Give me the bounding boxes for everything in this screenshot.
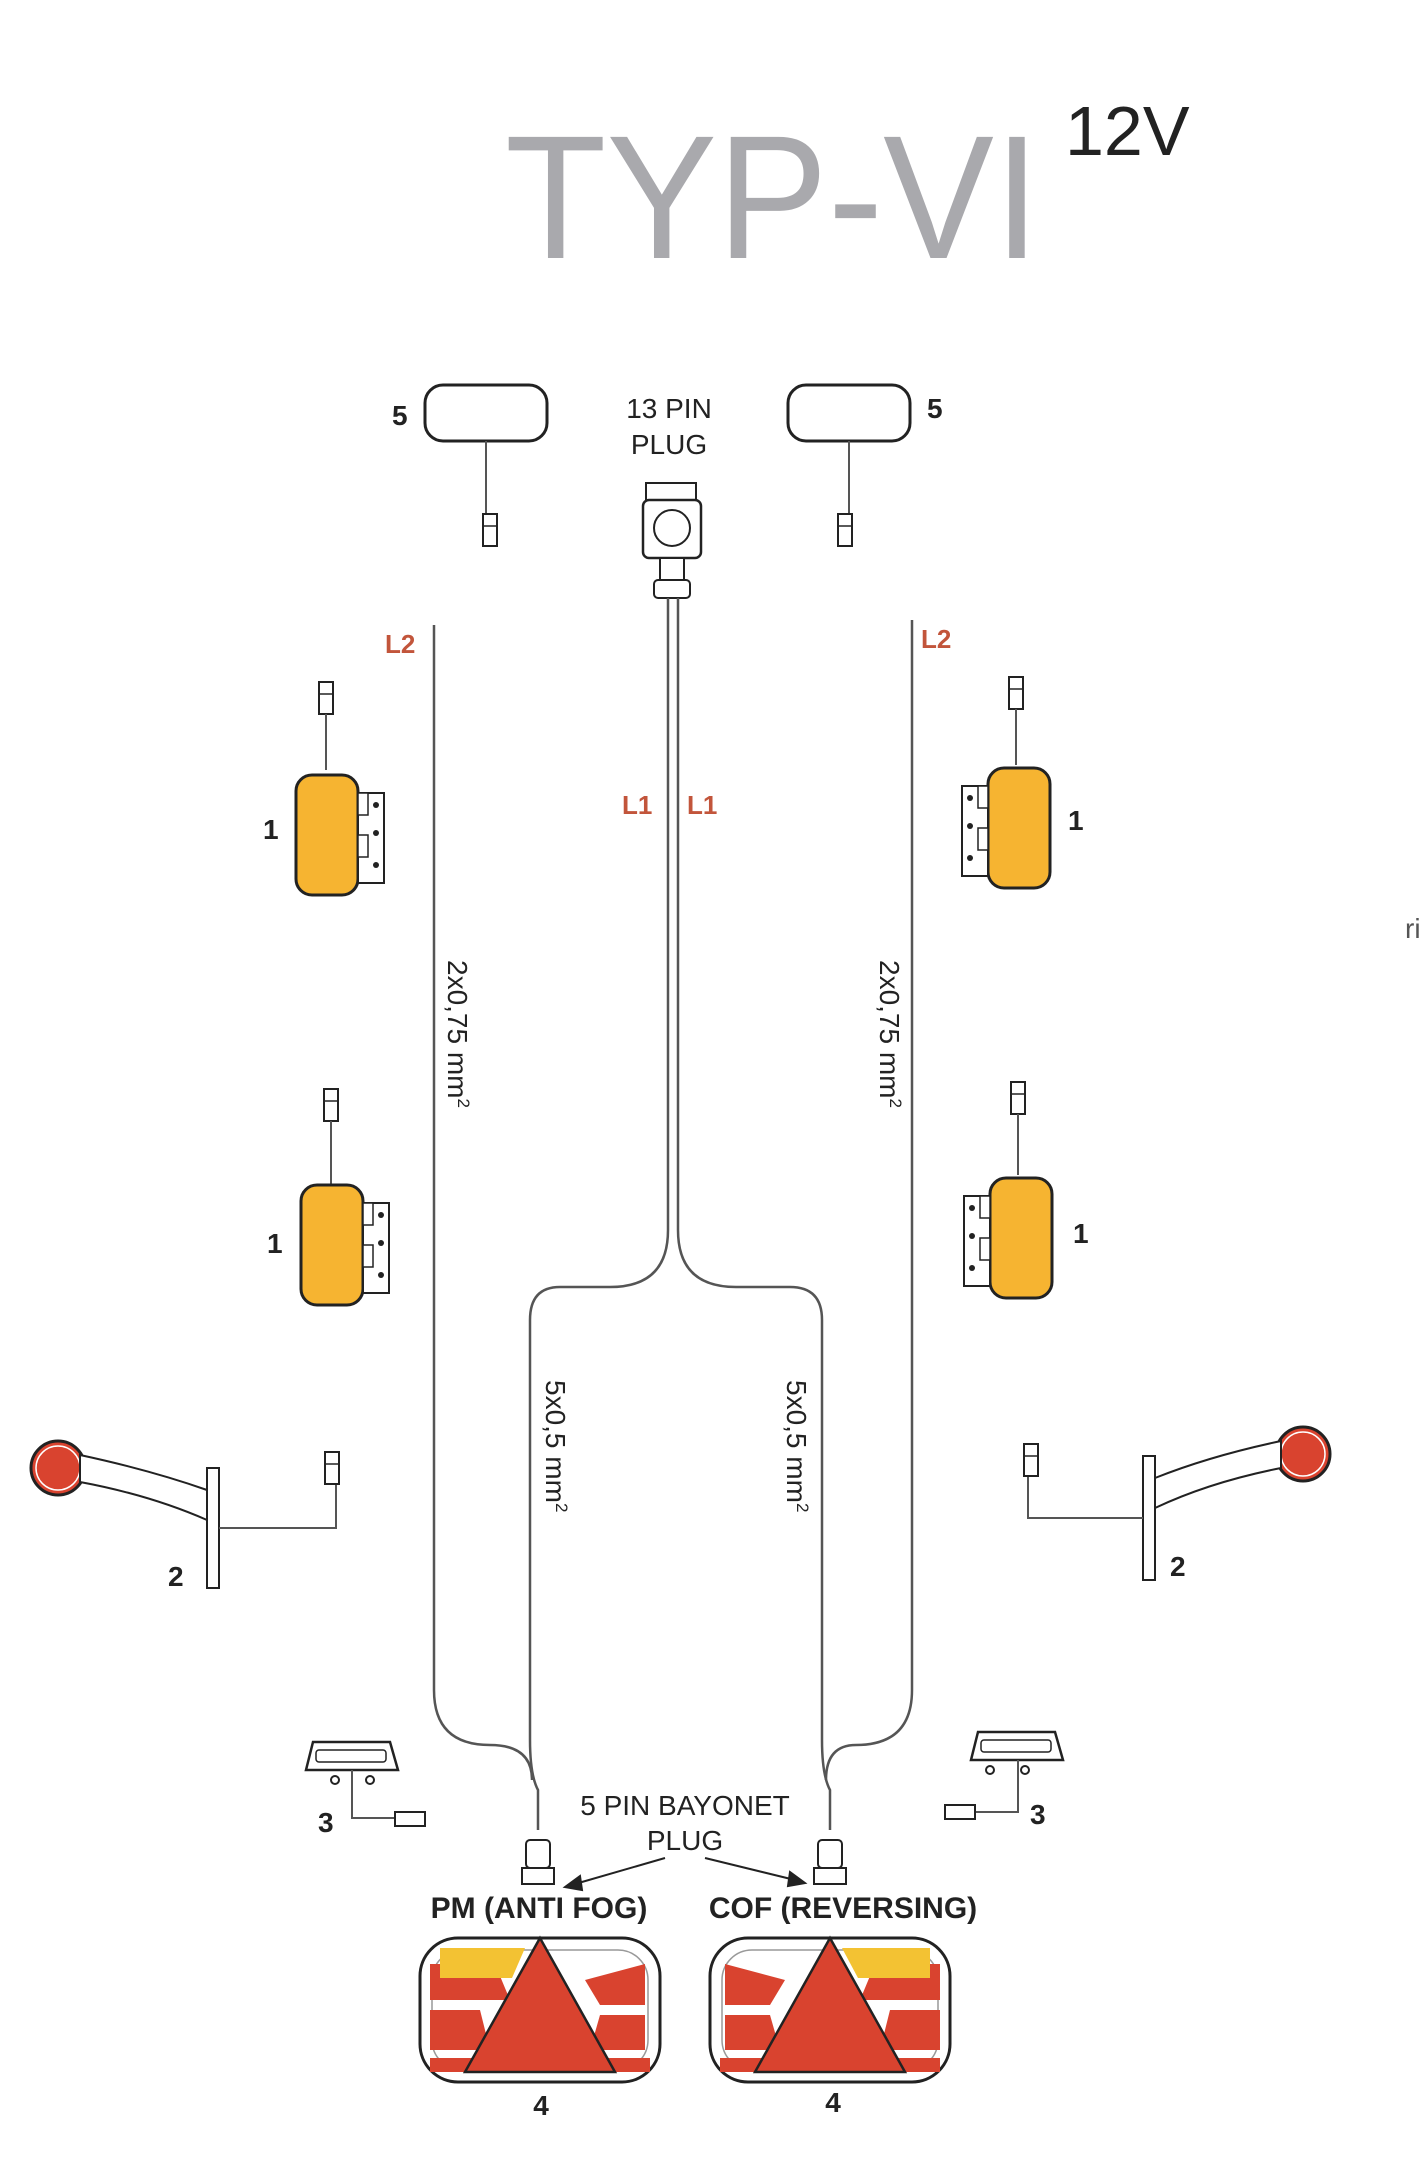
label-l2-right: L2 xyxy=(921,624,951,654)
side-marker-right-upper xyxy=(960,676,1052,890)
bayonet-arrows xyxy=(562,1857,808,1892)
front-marker-right xyxy=(786,383,912,547)
plug-13pin-line1: 13 PIN xyxy=(626,393,712,424)
num-side-left-lower: 1 xyxy=(267,1228,283,1259)
side-marker-left-lower xyxy=(299,1088,391,1307)
bayonet-line1: 5 PIN BAYONET xyxy=(580,1790,790,1821)
num-front-left: 5 xyxy=(392,400,408,431)
spec-side-right: 2x0,75 mm2 xyxy=(874,960,905,1108)
plate-lamp-right xyxy=(944,1730,1065,1820)
bayonet-line2: PLUG xyxy=(647,1825,723,1856)
num-side-right-lower: 1 xyxy=(1073,1218,1089,1249)
outline-marker-left xyxy=(29,1439,340,1589)
plate-lamp-left xyxy=(304,1740,426,1827)
label-l1-right: L1 xyxy=(687,790,717,820)
svg-text:2x0,75 mm2: 2x0,75 mm2 xyxy=(874,960,905,1108)
num-plate-left: 3 xyxy=(318,1807,334,1838)
svg-text:5x0,5 mm2: 5x0,5 mm2 xyxy=(781,1380,812,1512)
num-front-right: 5 xyxy=(927,393,943,424)
num-outline-left: 2 xyxy=(168,1561,184,1592)
front-marker-left xyxy=(423,383,549,547)
num-side-right-upper: 1 xyxy=(1068,805,1084,836)
side-marker-left-upper xyxy=(294,681,386,897)
svg-text:5x0,5 mm2: 5x0,5 mm2 xyxy=(540,1380,571,1512)
title-main: TYP-VI xyxy=(505,100,1040,296)
rear-right-label: COF (REVERSING) xyxy=(709,1892,977,1925)
num-side-left-upper: 1 xyxy=(263,814,279,845)
plug-13pin-line2: PLUG xyxy=(631,429,707,460)
rear-lamp-right xyxy=(708,1936,952,2084)
num-rear-right: 4 xyxy=(825,2087,841,2118)
svg-text:2x0,75 mm2: 2x0,75 mm2 xyxy=(442,960,473,1108)
rear-lamp-left xyxy=(418,1936,662,2084)
num-rear-left: 4 xyxy=(533,2090,549,2121)
num-outline-right: 2 xyxy=(1170,1551,1186,1582)
side-cables xyxy=(432,620,914,1781)
outline-marker-right xyxy=(1023,1425,1332,1581)
main-cable xyxy=(528,598,832,1830)
title-voltage: 12V xyxy=(1065,92,1190,170)
rear-left-label: PM (ANTI FOG) xyxy=(431,1892,648,1925)
spec-main-right: 5x0,5 mm2 xyxy=(781,1380,812,1512)
num-plate-right: 3 xyxy=(1030,1799,1046,1830)
spec-side-left: 2x0,75 mm2 xyxy=(442,960,473,1108)
spec-main-left: 5x0,5 mm2 xyxy=(540,1380,571,1512)
edge-text: ri xyxy=(1405,913,1421,944)
label-l1-left: L1 xyxy=(622,790,652,820)
label-l2-left: L2 xyxy=(385,629,415,659)
bayonet-plug-left xyxy=(521,1839,555,1885)
bayonet-plug-right xyxy=(813,1839,847,1885)
side-marker-right-lower xyxy=(962,1081,1054,1300)
plug-13pin xyxy=(641,482,703,599)
